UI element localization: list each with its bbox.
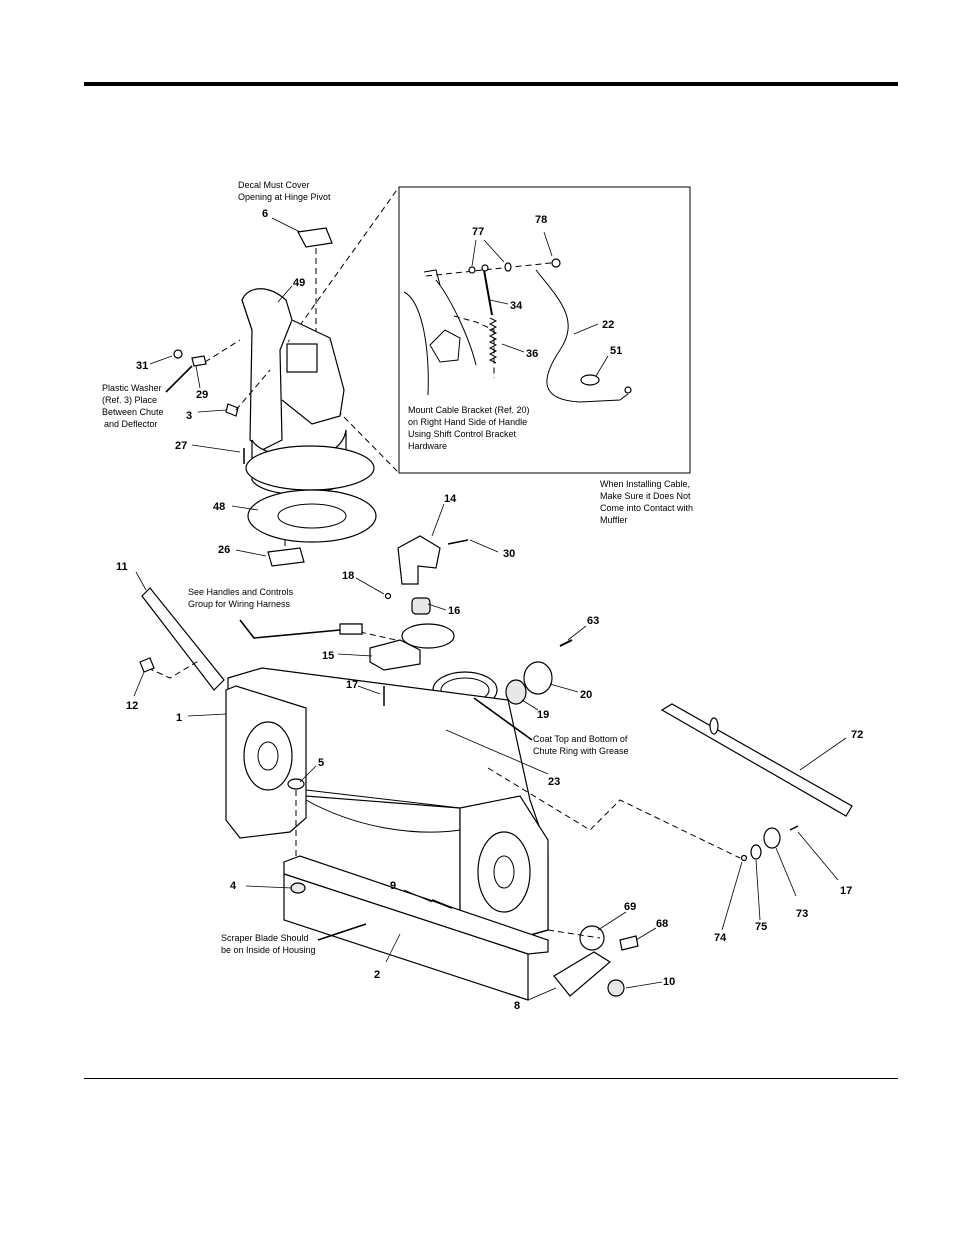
inset-guide-bottom (287, 359, 400, 474)
note-scraper-2: be on Inside of Housing (221, 945, 316, 955)
callout-48: 48 (213, 501, 225, 513)
callout-16: 16 (448, 605, 460, 617)
callout-4: 4 (230, 880, 237, 892)
note-wiring-1: See Handles and Controls (188, 587, 294, 597)
callout-6: 6 (262, 208, 268, 220)
callout-30: 30 (503, 548, 515, 560)
note-cable-3: Come into Contact with (600, 503, 693, 513)
callout-27: 27 (175, 440, 187, 452)
chute-ring-upper (245, 445, 375, 491)
note-decal-2: Opening at Hinge Pivot (238, 192, 331, 202)
callout-73: 73 (796, 908, 808, 920)
inset-guide-top (287, 186, 400, 343)
callout-49: 49 (293, 277, 305, 289)
callout-18: 18 (342, 570, 354, 582)
callout-9: 9 (390, 880, 396, 892)
deflector-11 (141, 587, 225, 691)
note-scraper-1: Scraper Blade Should (221, 933, 309, 943)
note-mount-3: Using Shift Control Bracket (408, 429, 517, 439)
note-cable-4: Muffler (600, 515, 627, 525)
callout-68: 68 (656, 918, 668, 930)
callout-75: 75 (755, 921, 767, 933)
callout-17b: 17 (840, 885, 852, 897)
callout-15: 15 (322, 650, 334, 662)
note-washer-2: (Ref. 3) Place (102, 395, 157, 405)
callout-labels: 6 49 31 29 3 27 48 26 11 12 1 5 4 9 2 8 … (116, 208, 863, 1012)
cable-detail-inset (398, 186, 691, 474)
note-cable-1: When Installing Cable, (600, 479, 690, 489)
bearing-19 (505, 679, 527, 705)
callout-78: 78 (535, 214, 547, 226)
nut-10 (607, 979, 625, 997)
callout-10: 10 (663, 976, 675, 988)
skid-shoe (553, 951, 612, 997)
callout-12: 12 (126, 700, 138, 712)
note-decal-1: Decal Must Cover (238, 180, 310, 190)
gearbox-15 (369, 639, 421, 671)
callout-23: 23 (548, 776, 560, 788)
note-mount-2: on Right Hand Side of Handle (408, 417, 527, 427)
callout-17a: 17 (346, 679, 358, 691)
callout-72: 72 (851, 729, 863, 741)
callout-74: 74 (714, 932, 727, 944)
bolt-3 (225, 403, 239, 417)
auger-shaft-72 (660, 703, 853, 817)
callout-34: 34 (510, 300, 523, 312)
leader-lines (133, 217, 847, 1001)
callout-51: 51 (610, 345, 622, 357)
callout-8: 8 (514, 1000, 520, 1012)
note-cable-2: Make Sure it Does Not (600, 491, 691, 501)
knob-31 (173, 349, 183, 359)
callout-36: 36 (526, 348, 538, 360)
callout-1: 1 (176, 712, 182, 724)
callout-31: 31 (136, 360, 148, 372)
callout-26: 26 (218, 544, 230, 556)
flange-20 (523, 661, 553, 695)
auger-housing (225, 667, 549, 949)
callout-22: 22 (602, 319, 614, 331)
callout-11: 11 (116, 561, 128, 573)
note-coat-2: Chute Ring with Grease (533, 746, 629, 756)
knob-16 (411, 597, 431, 615)
footer-rule (84, 1078, 898, 1079)
notes: Decal Must Cover Opening at Hinge Pivot … (102, 180, 693, 955)
callout-14: 14 (444, 493, 457, 505)
note-washer-1: Plastic Washer (102, 383, 162, 393)
shield-14 (397, 535, 441, 585)
note-coat-1: Coat Top and Bottom of (533, 734, 628, 744)
bracket-26 (267, 547, 305, 567)
callout-2: 2 (374, 969, 380, 981)
callout-29: 29 (196, 389, 208, 401)
callout-77: 77 (472, 226, 484, 238)
decal-part (297, 227, 333, 248)
callout-19: 19 (537, 709, 549, 721)
callout-63: 63 (587, 615, 599, 627)
note-washer-4: and Deflector (104, 419, 158, 429)
wiring-connector (339, 623, 363, 635)
washer-29 (191, 355, 207, 367)
note-mount-1: Mount Cable Bracket (Ref. 20) (408, 405, 530, 415)
callout-5: 5 (318, 757, 324, 769)
callout-3: 3 (186, 410, 192, 422)
note-washer-3: Between Chute (102, 407, 164, 417)
header-rule (84, 82, 898, 86)
note-mount-4: Hardware (408, 441, 447, 451)
note-wiring-2: Group for Wiring Harness (188, 599, 291, 609)
callout-20: 20 (580, 689, 592, 701)
callout-69: 69 (624, 901, 636, 913)
